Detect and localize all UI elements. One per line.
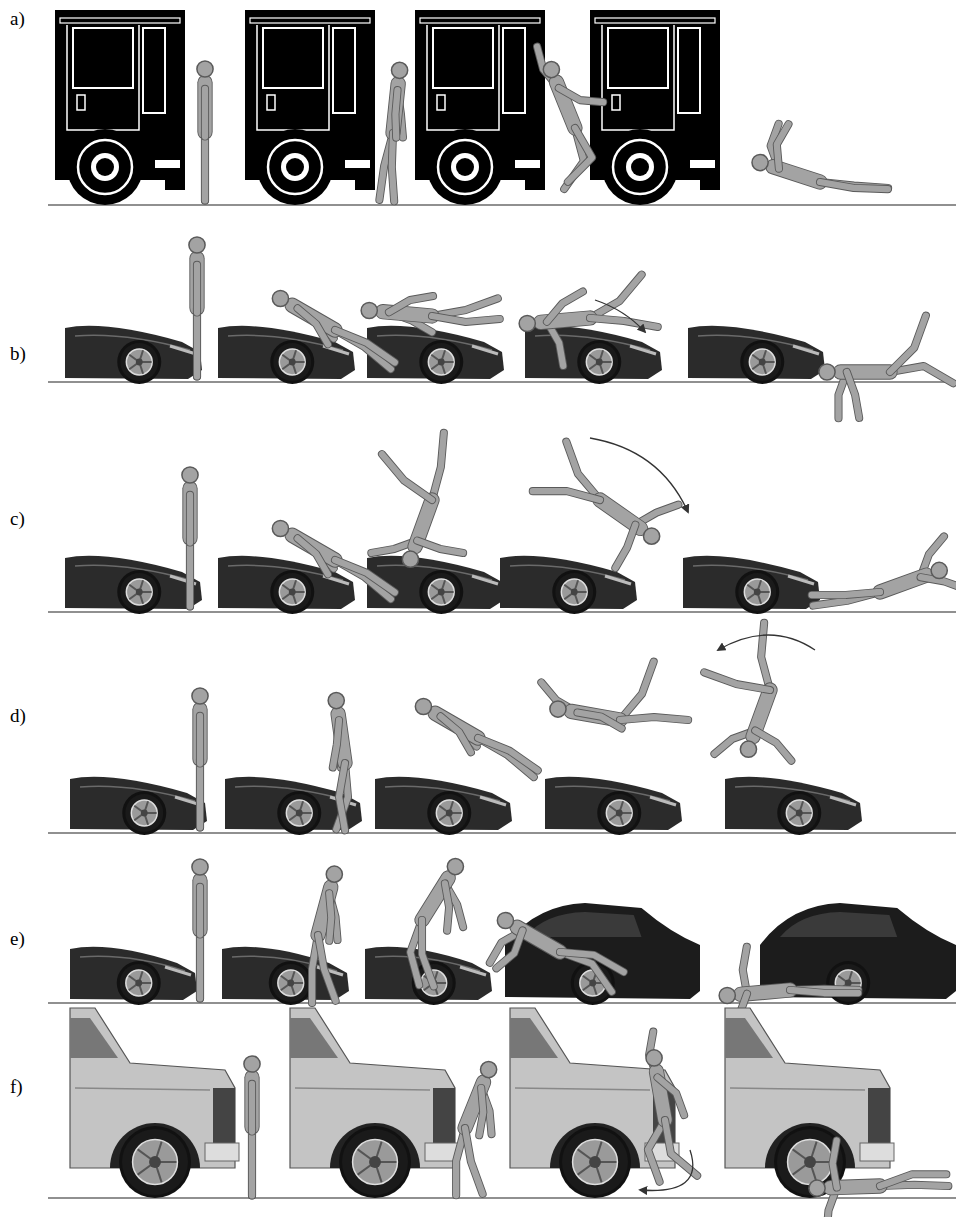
- mannequin-figure: [182, 467, 198, 607]
- wheel: [269, 961, 313, 1005]
- wheel: [735, 570, 779, 614]
- mannequin-figure: [752, 124, 888, 189]
- mannequin-figure: [371, 433, 463, 567]
- mannequin-figure: [272, 290, 394, 369]
- panel-label: e): [10, 928, 25, 950]
- wheel: [119, 1126, 191, 1198]
- mannequin-figure: [646, 1032, 697, 1182]
- car-front: [70, 947, 197, 1000]
- mannequin-figure: [361, 296, 500, 332]
- car-front: [688, 326, 825, 379]
- truck-cab: [245, 10, 375, 205]
- panel-label: d): [10, 705, 26, 727]
- motion-arrow: [590, 438, 688, 512]
- wheel: [270, 340, 314, 384]
- wheel: [774, 1126, 846, 1198]
- truck-cab: [590, 10, 720, 205]
- truck-cab: [55, 10, 185, 205]
- wheel: [419, 340, 463, 384]
- mannequin-figure: [328, 693, 348, 831]
- mannequin-figure: [819, 316, 953, 419]
- ground-line: [48, 381, 956, 382]
- wheel: [552, 570, 596, 614]
- mannequin-figure: [704, 623, 791, 761]
- car-side: [505, 903, 700, 999]
- panel-label: a): [10, 8, 25, 30]
- wheel: [339, 1126, 411, 1198]
- mannequin-figure: [192, 859, 208, 999]
- wheel: [427, 791, 471, 835]
- wheel: [777, 791, 821, 835]
- mannequin-figure: [379, 62, 407, 201]
- mannequin-figure: [192, 688, 208, 828]
- mannequin-figure: [197, 61, 213, 201]
- panel-label: f): [10, 1076, 23, 1098]
- mannequin-figure: [809, 1141, 948, 1217]
- wheel: [740, 340, 784, 384]
- mannequin-figure: [812, 536, 956, 605]
- wheel: [117, 961, 161, 1005]
- car-front: [70, 777, 207, 830]
- wheel: [270, 570, 314, 614]
- wheel: [559, 1126, 631, 1198]
- car-front: [375, 777, 512, 830]
- mannequin-figure: [490, 912, 624, 991]
- motion-arrow: [640, 1150, 693, 1191]
- ground-line: [48, 1002, 956, 1003]
- ground-line: [48, 832, 956, 833]
- wheel: [419, 570, 463, 614]
- car-front: [65, 326, 202, 379]
- ground-line: [48, 1197, 956, 1198]
- mannequin-figure: [456, 1061, 497, 1195]
- wheel: [117, 340, 161, 384]
- mannequin-figure: [415, 698, 537, 777]
- ground-line: [48, 204, 956, 205]
- wheel: [597, 791, 641, 835]
- mannequin-figure: [272, 520, 394, 599]
- car-front: [545, 777, 682, 830]
- mannequin-figure: [244, 1056, 260, 1196]
- motion-arrow: [718, 635, 815, 650]
- car-front: [725, 777, 862, 830]
- mannequin-figure: [541, 662, 688, 729]
- wheel: [122, 791, 166, 835]
- wheel: [826, 961, 870, 1005]
- wheel: [577, 340, 621, 384]
- mannequin-figure: [189, 237, 205, 377]
- mannequin-figure: [519, 275, 658, 366]
- truck-cab: [415, 10, 545, 205]
- panel-label: c): [10, 508, 25, 530]
- motion-arrow: [595, 300, 645, 332]
- mannequin-figure: [533, 442, 679, 568]
- mannequin-figure: [537, 47, 603, 189]
- car-front: [525, 326, 662, 379]
- mannequin-figure: [410, 858, 463, 986]
- wheel: [277, 791, 321, 835]
- car-front: [65, 556, 202, 609]
- drawing: [48, 10, 956, 1217]
- car-front: [683, 556, 820, 609]
- mannequin-figure: [312, 866, 342, 1003]
- panel-label: b): [10, 343, 26, 365]
- wheel: [117, 570, 161, 614]
- ground-line: [48, 611, 956, 612]
